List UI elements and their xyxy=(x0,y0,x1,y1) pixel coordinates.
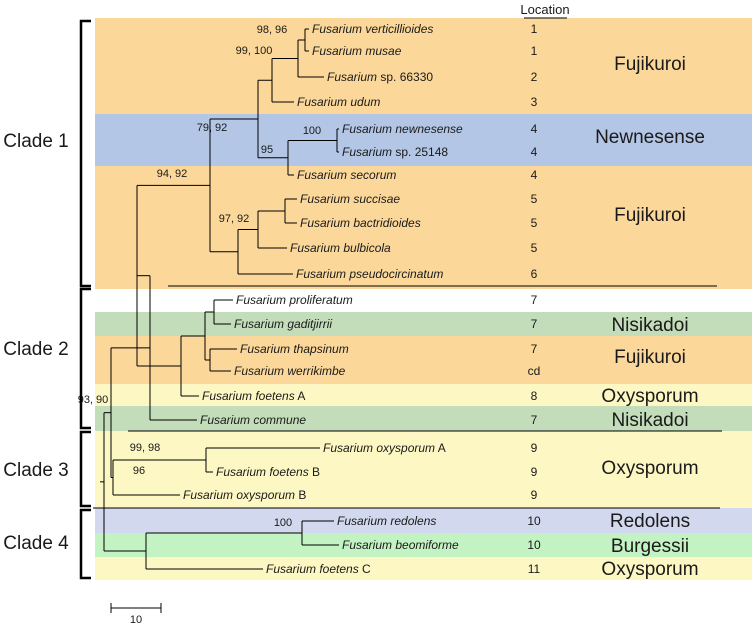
location-value: 8 xyxy=(531,389,538,403)
group-name-label: Oxysporum xyxy=(601,559,698,580)
clade-bracket: Clade 4 xyxy=(3,508,91,580)
location-value: 7 xyxy=(531,293,538,307)
location-value: 7 xyxy=(531,342,538,356)
clade-bracket: Clade 1 xyxy=(3,19,91,288)
taxon-label: Fusarium verticillioides xyxy=(312,22,433,36)
location-value: cd xyxy=(528,364,541,378)
taxon-label: Fusarium bulbicola xyxy=(290,241,391,255)
taxon-label: Fusarium thapsinum xyxy=(240,342,349,356)
location-value: 9 xyxy=(531,441,538,455)
scale-bar-label: 10 xyxy=(130,614,142,626)
group-band-newnesense xyxy=(95,114,752,166)
taxon-label: Fusarium foetens A xyxy=(202,389,305,403)
support-value: 100 xyxy=(303,125,321,137)
group-name-label: Oxysporum xyxy=(601,458,698,479)
group-band-nisikadoi xyxy=(95,406,752,431)
taxon-label: Fusarium werrikimbe xyxy=(234,364,346,378)
clade-label: Clade 4 xyxy=(3,533,69,554)
group-names: FujikuroiNewnesenseFujikuroiNisikadoiFuj… xyxy=(595,54,705,580)
group-name-label: Nisikadoi xyxy=(611,410,688,431)
support-value: 99, 98 xyxy=(130,442,161,454)
support-value: 99, 100 xyxy=(236,45,273,57)
clade-label: Clade 2 xyxy=(3,339,69,360)
taxon-label: Fusarium sp. 25148 xyxy=(342,145,448,159)
location-value: 5 xyxy=(531,216,538,230)
clade-label: Clade 1 xyxy=(3,131,69,152)
location-value: 10 xyxy=(527,538,541,552)
group-band-oxysporum xyxy=(95,431,752,508)
taxon-label: Fusarium udum xyxy=(297,95,380,109)
support-value: 100 xyxy=(274,517,292,529)
group-band-fujikuroi xyxy=(95,18,752,114)
group-name-label: Newnesense xyxy=(595,127,705,148)
group-name-label: Burgessii xyxy=(611,536,689,557)
clade-brackets: Clade 1 Clade 2 Clade 3 Clade 4 xyxy=(3,19,91,580)
taxon-label: Fusarium secorum xyxy=(297,168,396,182)
taxon-label: Fusarium succisae xyxy=(300,192,400,206)
taxon-label: Fusarium foetens B xyxy=(216,465,320,479)
group-name-label: Nisikadoi xyxy=(611,315,688,336)
group-name-label: Fujikuroi xyxy=(614,205,686,226)
support-values: 98, 96 99, 100 79, 92 100 95 94, 92 97, 92 93, … xyxy=(78,24,321,529)
scale-bar: 10 xyxy=(110,603,162,626)
group-band-oxysporum xyxy=(95,384,752,406)
tree-branches xyxy=(100,28,339,570)
group-name-label: Oxysporum xyxy=(601,386,698,407)
taxon-label: Fusarium foetens C xyxy=(266,562,371,576)
clade-bracket: Clade 2 xyxy=(3,287,91,430)
taxon-label: Fusarium proliferatum xyxy=(236,293,353,307)
location-value: 5 xyxy=(531,241,538,255)
group-band-burgessii xyxy=(95,533,752,557)
support-value: 97, 92 xyxy=(219,213,250,225)
support-value: 95 xyxy=(261,144,273,156)
taxon-label: Fusarium oxysporum A xyxy=(323,441,446,455)
location-value: 4 xyxy=(531,168,538,182)
taxon-label: Fusarium newnesense xyxy=(342,122,463,136)
support-value: 79, 92 xyxy=(197,122,228,134)
location-header: Location xyxy=(520,2,569,17)
location-value: 4 xyxy=(531,145,538,159)
location-value: 2 xyxy=(531,70,538,84)
taxon-label: Fusarium gaditjirrii xyxy=(234,317,332,331)
taxon-label: Fusarium sp. 66330 xyxy=(327,70,433,84)
taxon-label: Fusarium commune xyxy=(200,413,306,427)
group-band-redolens xyxy=(95,508,752,533)
taxon-label: Fusarium beomiforme xyxy=(342,538,459,552)
taxon-label: Fusarium musae xyxy=(312,44,402,58)
location-value: 3 xyxy=(531,95,538,109)
location-value: 1 xyxy=(531,22,538,36)
location-value: 6 xyxy=(531,267,538,281)
separator-lines xyxy=(93,285,722,509)
location-value: 5 xyxy=(531,192,538,206)
location-value: 4 xyxy=(531,122,538,136)
location-value: 7 xyxy=(531,317,538,331)
taxon-label: Fusarium bactridioides xyxy=(300,216,421,230)
support-value: 94, 92 xyxy=(157,168,188,180)
support-value: 93, 90 xyxy=(78,394,109,406)
taxon-label: Fusarium pseudocircinatum xyxy=(296,267,443,281)
location-value: 11 xyxy=(528,562,541,576)
location-value: 7 xyxy=(531,413,538,427)
group-band-fujikuroi xyxy=(95,166,752,289)
location-value: 10 xyxy=(527,514,541,528)
group-name-label: Fujikuroi xyxy=(614,347,686,368)
support-value: 98, 96 xyxy=(257,24,288,36)
taxon-label: Fusarium oxysporum B xyxy=(183,488,306,502)
location-value: 1 xyxy=(531,44,538,58)
group-name-label: Fujikuroi xyxy=(614,54,686,75)
group-name-label: Redolens xyxy=(610,511,690,532)
taxon-label: Fusarium redolens xyxy=(337,514,436,528)
group-band-oxysporum xyxy=(95,557,752,580)
location-value: 9 xyxy=(531,488,538,502)
location-value: 9 xyxy=(531,465,538,479)
clade-bracket: Clade 3 xyxy=(3,430,91,508)
support-value: 96 xyxy=(133,465,145,477)
clade-label: Clade 3 xyxy=(3,460,69,481)
